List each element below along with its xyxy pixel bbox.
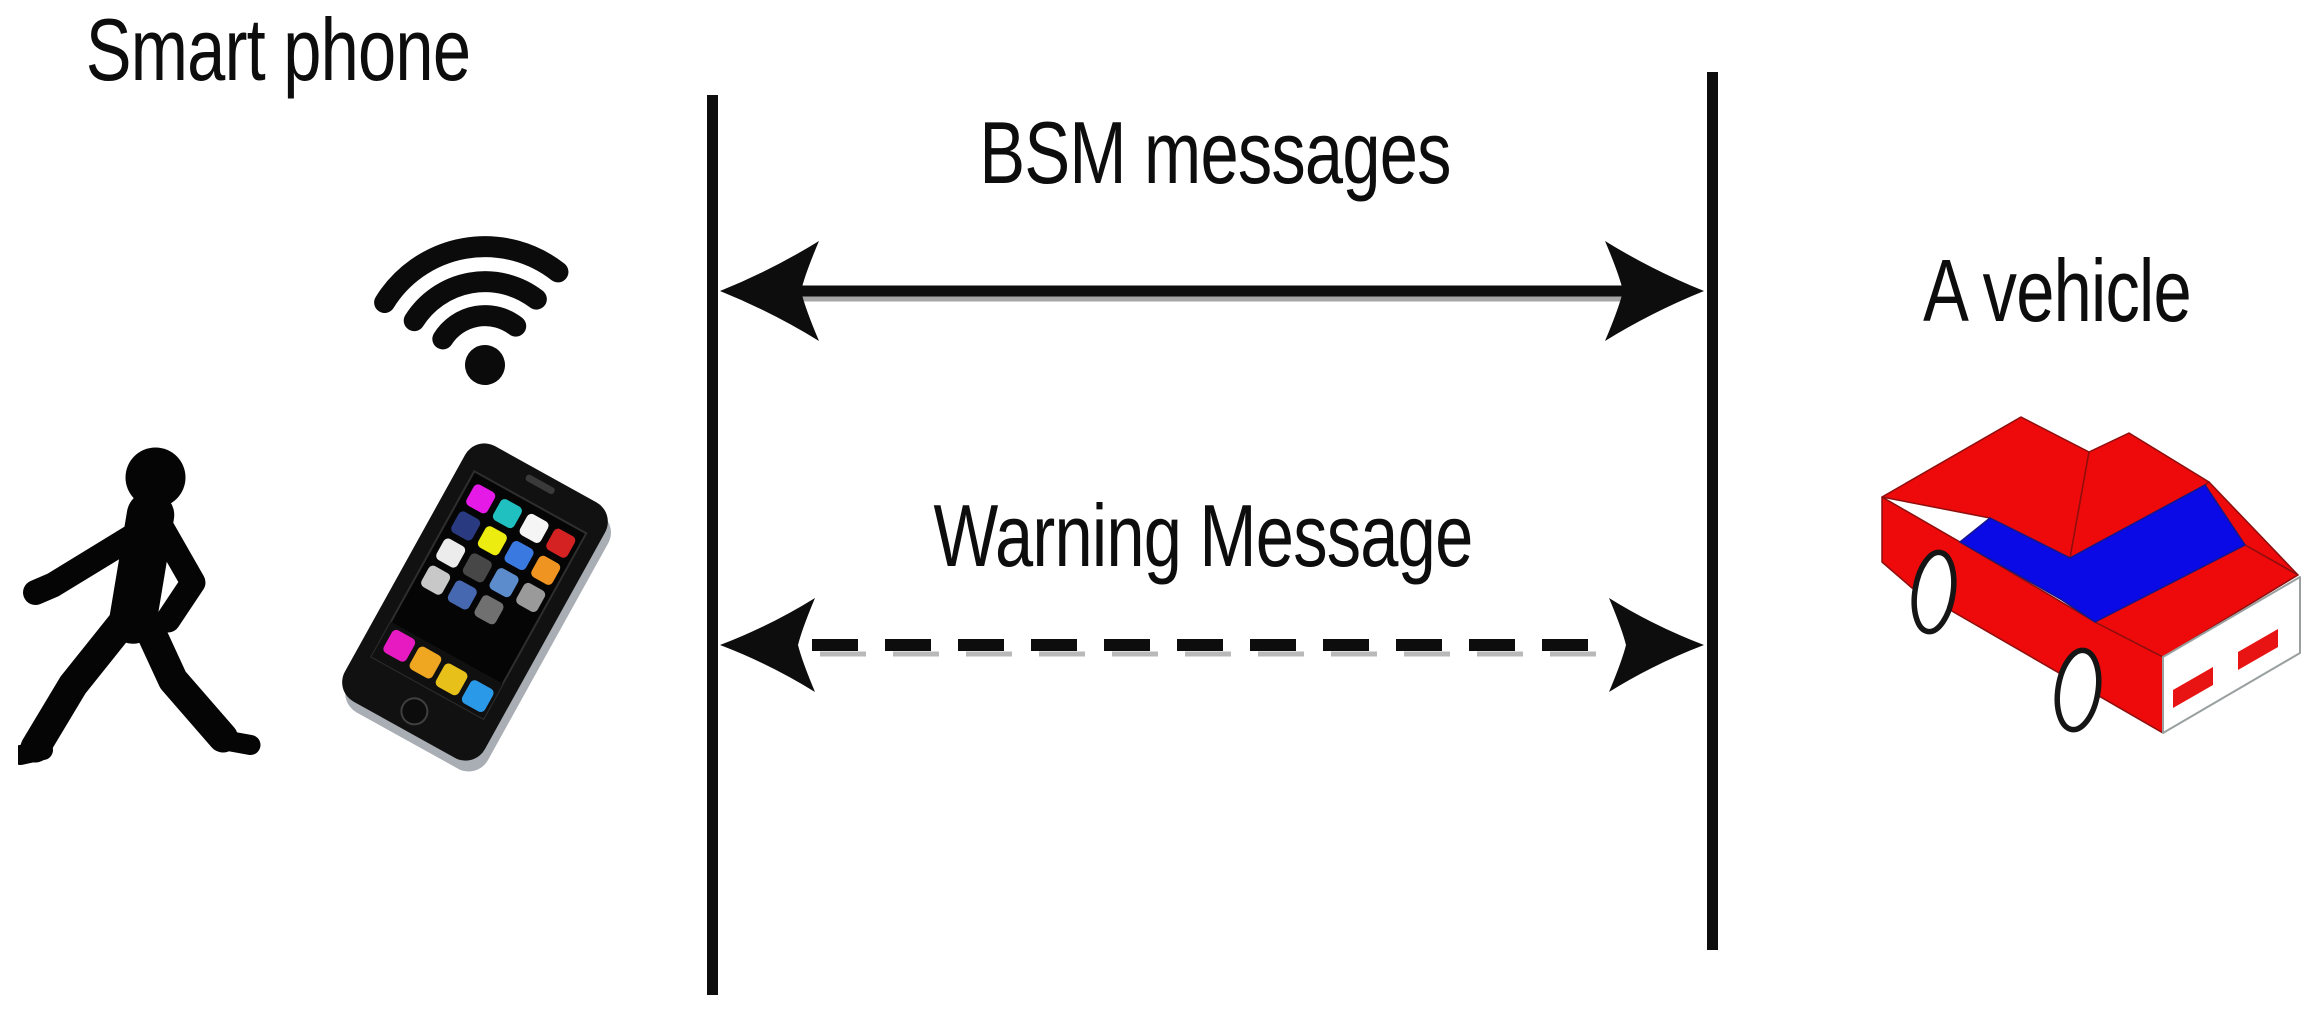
message-1-label: BSM messages <box>979 103 1451 202</box>
car-wheel-front <box>1911 549 1957 635</box>
left-lifeline <box>707 95 718 995</box>
wifi-arc-3 <box>374 236 569 313</box>
warning-arrowhead-right <box>1609 598 1704 692</box>
bsm-arrowhead-right <box>1605 241 1704 341</box>
pedestrian-front-foot <box>18 740 53 765</box>
bsm-arrowhead-left <box>720 241 819 341</box>
pedestrian-rear-foot <box>213 730 261 755</box>
phone-home-button <box>400 697 429 726</box>
car-icon <box>1881 416 2301 734</box>
wifi-arc-2 <box>403 271 547 332</box>
right-entity-label: A vehicle <box>1923 241 2191 340</box>
pedestrian-head <box>125 447 186 508</box>
car-wheel-rear <box>2054 647 2102 733</box>
wifi-arc-1 <box>432 305 527 350</box>
pedestrian-icon <box>18 447 261 765</box>
wifi-icon <box>374 236 569 385</box>
pedestrian-front-leg <box>20 595 148 763</box>
left-entity-label: Smart phone <box>85 0 471 99</box>
phone-dock-icons <box>383 629 494 712</box>
phone-app-grid <box>421 484 576 625</box>
car-taillight-left <box>2173 667 2213 708</box>
smartphone-icon <box>342 443 611 772</box>
right-lifeline <box>1707 72 1718 950</box>
bsm-arrow <box>720 241 1704 341</box>
pedestrian-rear-leg <box>128 600 238 753</box>
car-taillight-right <box>2238 629 2278 670</box>
wifi-dot <box>465 345 505 385</box>
warning-arrow <box>720 598 1704 692</box>
car-windshield <box>1959 484 2246 623</box>
warning-arrowhead-left <box>720 598 815 692</box>
phone-speaker <box>525 474 555 495</box>
pedestrian-rear-arm <box>150 517 206 633</box>
message-2-label: Warning Message <box>933 486 1474 585</box>
pedestrian-front-arm <box>23 517 156 605</box>
